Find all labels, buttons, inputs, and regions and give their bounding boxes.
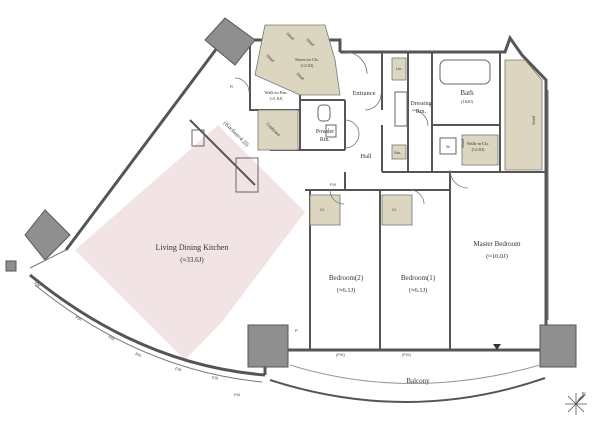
shelf-label-5: Shelf [460, 138, 465, 148]
fix-label-w5: FIX [175, 366, 182, 372]
kitchen-island [235, 157, 259, 193]
shelf-label-4: Shelf [295, 71, 306, 82]
fix-label-w2: FIX [75, 315, 83, 323]
lin-label: Lin. [396, 66, 402, 71]
sto-label: Sto. [394, 150, 401, 155]
compass-icon [565, 393, 587, 415]
shelf-label-1: Shelf [285, 31, 296, 42]
walkin-pan-label: Walk-in Pan. [264, 90, 287, 95]
fix-label-w3: FIX [108, 334, 116, 341]
vanity [394, 91, 408, 127]
entrance-marker [493, 344, 501, 350]
toilet [317, 104, 331, 122]
structural-columns [5, 17, 577, 368]
kitchen-sink [191, 129, 205, 147]
small-labels: Shelf Shelf Shelf Shelf Cupboard Shelf S… [33, 31, 536, 397]
fix-label-bed1: (FIX) [402, 352, 412, 357]
walkin-cl-size: (≈2.8J) [472, 147, 485, 152]
w-label: W [446, 144, 450, 149]
cl-label-2: Cl. [392, 207, 397, 212]
p-label: P [295, 328, 298, 333]
fix-label-w4: FIX [135, 351, 143, 358]
sink [325, 124, 337, 138]
fix-label-w1: FIX [33, 281, 41, 289]
hall-label: Hall [360, 153, 371, 160]
bed2-size: (≈6.1J) [337, 287, 356, 294]
compass-north-label: N [582, 392, 586, 398]
shelf-label-2: Shelf [305, 37, 316, 48]
master-label: Master Bedroom [473, 240, 521, 248]
walkin-pan-size: (≈1.8J) [270, 96, 283, 101]
cl-label-1: Cl. [320, 207, 325, 212]
door-swings [234, 51, 469, 205]
fix-label-w7: FIX [234, 392, 241, 397]
dressing-label: Dressing [410, 101, 431, 107]
fix-label-w6: FIX [212, 375, 219, 381]
ldk-size: (≈33.6J) [180, 256, 204, 264]
balcony-label: Balcony [406, 377, 430, 385]
powder-label: Powder [316, 129, 334, 135]
ldk-label: Living Dining Kitchen [156, 243, 229, 252]
bed1-size: (≈6.1J) [409, 287, 428, 294]
balcony-inner-line [289, 364, 541, 384]
bath-label: Bath [460, 89, 474, 97]
shelf-label-3: Shelf [265, 53, 276, 64]
inner-walls [189, 45, 546, 350]
shoesin-size: (≈2.0J) [301, 63, 314, 68]
bed1-label: Bedroom(1) [401, 274, 436, 282]
shoesin-label: Shoes-in Cls. [295, 57, 319, 62]
balcony-railing [269, 377, 546, 403]
window-frames [29, 90, 549, 383]
bathtub [439, 59, 491, 85]
master-size: (≈10.0J) [486, 253, 508, 260]
entrance-label: Entrance [352, 90, 375, 97]
dressing-label-2: Rm. [416, 109, 427, 115]
bath-size: (1620) [461, 99, 473, 104]
bed2-label: Bedroom(2) [329, 274, 364, 282]
ldk-floor-area [75, 125, 305, 360]
fix-label-hall: FIX [330, 182, 337, 187]
washer [439, 137, 457, 155]
fixtures [191, 59, 491, 193]
walkin-cl-label: Walk-in Cls. [467, 141, 490, 146]
fix-label-bed2: (FIX) [336, 352, 346, 357]
shelf-label-6: Shelf [531, 115, 536, 125]
r-label: R [230, 84, 233, 89]
storage-areas [254, 24, 543, 226]
powder-label-2: Rm. [320, 137, 331, 143]
